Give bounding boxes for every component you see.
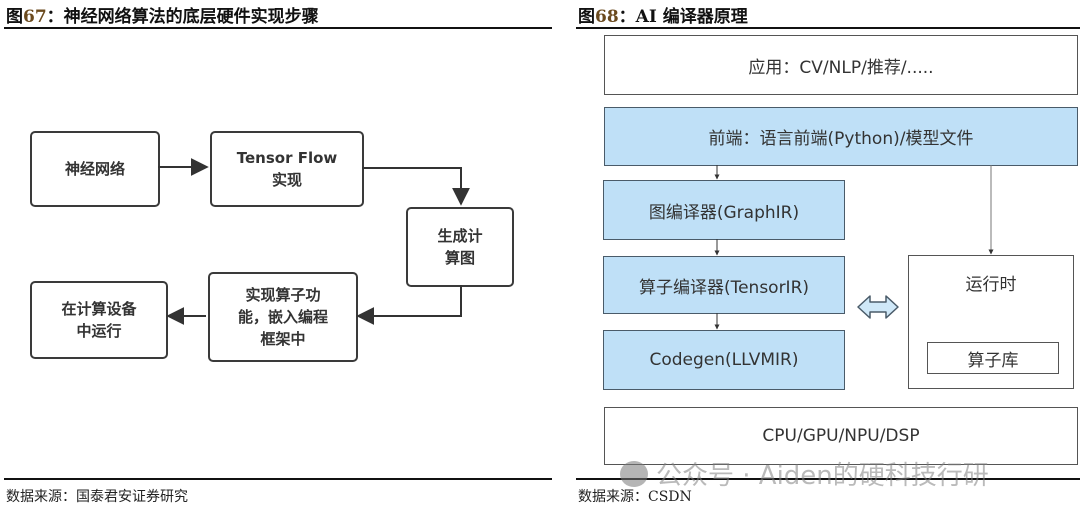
node-text: 神经网络 bbox=[64, 160, 125, 178]
wechat-icon bbox=[620, 460, 648, 487]
left-source: 数据来源：国泰君安证券研究 bbox=[6, 489, 188, 505]
node-text: 生成计 bbox=[437, 227, 483, 245]
runtime-label: 运行时 bbox=[965, 275, 1017, 295]
layer-frontend: 前端：语言前端(Python)/模型文件 bbox=[604, 107, 1078, 166]
node-text: Tensor Flow bbox=[236, 149, 338, 167]
watermark-text: 公众号 · Aiden的硬科技行研 bbox=[656, 461, 989, 491]
title-rule bbox=[576, 27, 1080, 29]
flow-node-compute-graph: 生成计算图 bbox=[406, 207, 514, 287]
title-prefix: 图 bbox=[6, 7, 23, 27]
left-figure-title: 图67：神经网络算法的底层硬件实现步骤 bbox=[6, 2, 319, 27]
layer-application: 应用：CV/NLP/推荐/..... bbox=[604, 35, 1078, 95]
title-prefix: 图 bbox=[578, 7, 595, 27]
layer-codegen: Codegen(LLVMIR) bbox=[603, 330, 845, 390]
node-text: 实现 bbox=[271, 171, 302, 189]
figure-number: 68 bbox=[595, 7, 619, 27]
layer-label: 前端：语言前端(Python)/模型文件 bbox=[708, 129, 974, 149]
flow-node-operator-impl: 实现算子功能，嵌入编程框架中 bbox=[208, 272, 358, 362]
edge-tf-to-graph bbox=[362, 167, 470, 206]
flow-node-neural-network: 神经网络 bbox=[30, 131, 160, 207]
layer-label: Codegen(LLVMIR) bbox=[649, 350, 799, 370]
layer-hardware: CPU/GPU/NPU/DSP bbox=[604, 407, 1078, 465]
title-rule bbox=[4, 27, 552, 29]
operator-library-box: 算子库 bbox=[927, 342, 1059, 374]
flow-node-tensorflow: Tensor Flow 实现 bbox=[210, 131, 364, 207]
layer-operator-compiler: 算子编译器(TensorIR) bbox=[603, 256, 845, 314]
title-text: ：AI 编译器原理 bbox=[618, 7, 748, 27]
right-source: 数据来源：CSDN bbox=[578, 489, 692, 505]
layer-label: 应用：CV/NLP/推荐/..... bbox=[748, 57, 934, 78]
source-rule bbox=[4, 478, 552, 480]
title-text: ：神经网络算法的底层硬件实现步骤 bbox=[46, 7, 319, 27]
runtime-box: 运行时 算子库 bbox=[908, 255, 1074, 389]
node-text: 能，嵌入编程 bbox=[237, 308, 328, 326]
source-rule bbox=[576, 478, 1080, 480]
edge-graph-to-op bbox=[356, 285, 462, 325]
node-text: 实现算子功 bbox=[245, 286, 321, 304]
layer-label: 算子编译器(TensorIR) bbox=[638, 277, 810, 298]
layer-label: 图编译器(GraphIR) bbox=[648, 202, 800, 223]
watermark: 公众号 · Aiden的硬科技行研 bbox=[620, 455, 989, 492]
figure-number: 67 bbox=[23, 7, 47, 27]
node-text: 算图 bbox=[444, 249, 475, 267]
node-text: 在计算设备 bbox=[61, 300, 137, 318]
layer-label: CPU/GPU/NPU/DSP bbox=[762, 426, 920, 446]
right-figure-title: 图68：AI 编译器原理 bbox=[578, 2, 748, 27]
node-text: 中运行 bbox=[76, 322, 122, 340]
layer-graph-compiler: 图编译器(GraphIR) bbox=[603, 180, 845, 240]
operator-library-label: 算子库 bbox=[967, 350, 1019, 371]
bidirectional-arrow-icon bbox=[857, 295, 899, 319]
node-text: 框架中 bbox=[260, 330, 306, 348]
